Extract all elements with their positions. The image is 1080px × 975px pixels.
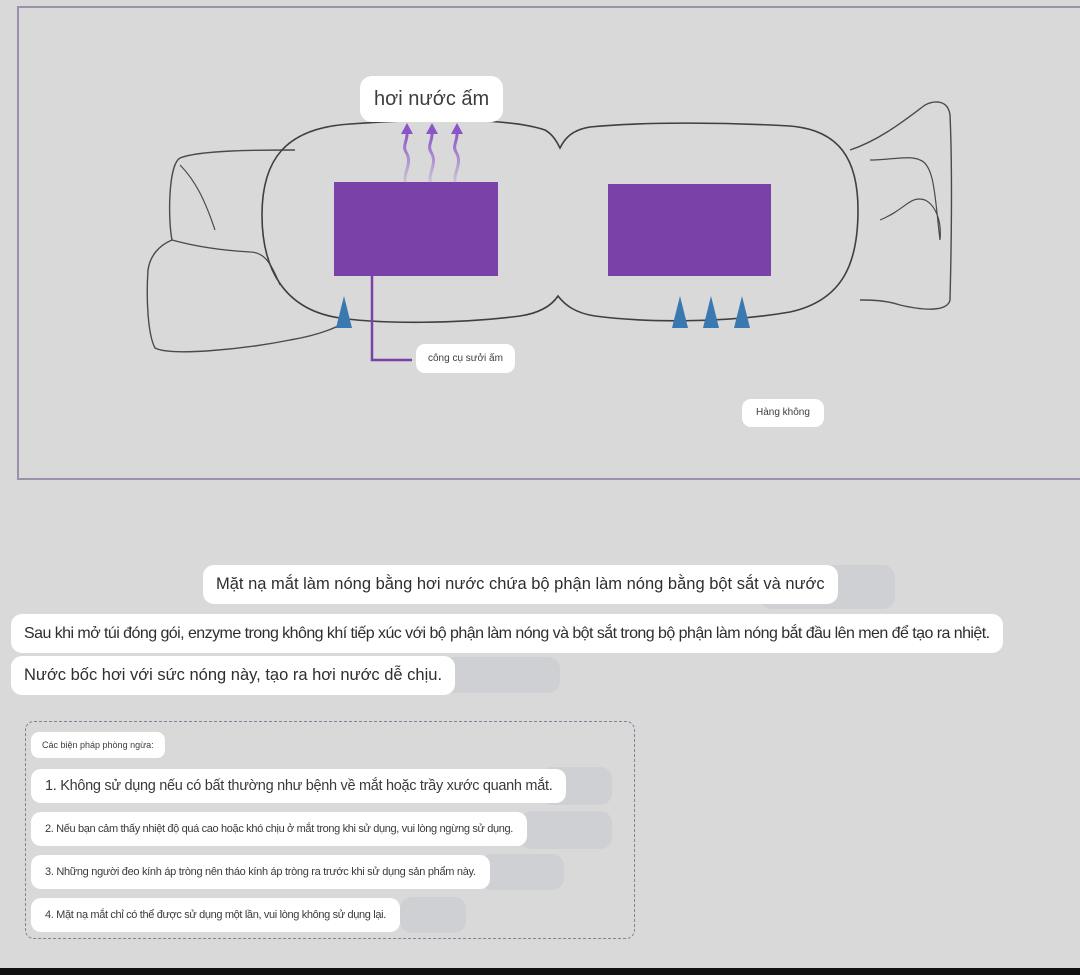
precautions-title: Các biện pháp phòng ngừa: (31, 732, 165, 758)
precaution-item: 3. Những người đeo kính áp tròng nên thá… (31, 855, 490, 889)
heater-leader-line (370, 276, 412, 362)
steam-label: hơi nước ấm (360, 76, 504, 122)
right-strap-fold (869, 157, 941, 241)
right-strap-outline (849, 101, 953, 310)
eye-mask-outline (261, 119, 859, 324)
air-arrows-right (678, 320, 744, 430)
item-shadow (520, 811, 612, 849)
precaution-item: 1. Không sử dụng nếu có bất thường như b… (31, 769, 567, 803)
item-shadow (400, 897, 466, 933)
air-arrowheads-right (672, 296, 750, 328)
air-label: Hàng không (742, 399, 824, 427)
caption-steam: Nước bốc hơi với sức nóng này, tạo ra hơ… (11, 656, 456, 695)
left-strap-fold (171, 164, 281, 286)
bottom-bar (0, 968, 1080, 975)
diagram-frame (17, 6, 1080, 480)
precaution-item: 2. Nếu bạn cảm thấy nhiệt độ quá cao hoặ… (31, 812, 527, 846)
eye-mask-diagram (146, 101, 953, 430)
left-strap-outline (146, 149, 346, 353)
caption-title: Mặt nạ mắt làm nóng bằng hơi nước chứa b… (203, 565, 838, 604)
precaution-item: 4. Mặt nạ mắt chỉ có thể được sử dụng mộ… (31, 898, 400, 932)
item-shadow (480, 854, 564, 890)
steam-arrows (403, 131, 461, 187)
steam-arrowheads (401, 123, 463, 134)
precautions-box (25, 721, 635, 939)
caption-process: Sau khi mở túi đóng gói, enzyme trong kh… (11, 614, 1003, 653)
heater-label: công cụ sưởi ấm (416, 344, 515, 373)
heater-block-left (334, 182, 498, 276)
air-arrowhead-left (336, 296, 352, 328)
heater-block-right (608, 184, 771, 276)
